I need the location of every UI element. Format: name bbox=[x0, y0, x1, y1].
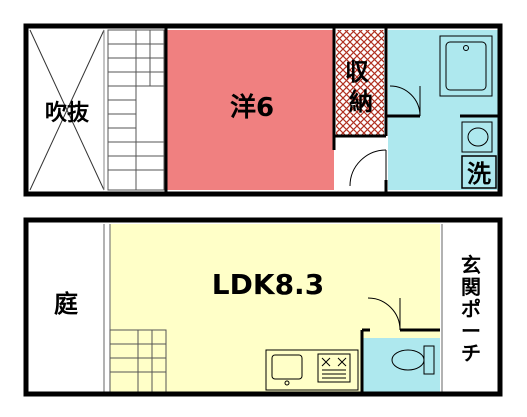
bath-fill bbox=[388, 30, 498, 116]
kitchen-counter bbox=[265, 349, 359, 391]
garden-divider bbox=[103, 224, 111, 392]
washbasin-icon bbox=[461, 121, 493, 153]
lower-interior-walls bbox=[360, 328, 440, 392]
storage-label-char-1: 収 bbox=[345, 58, 370, 86]
upper-doors bbox=[349, 85, 421, 187]
washroom-label: 洗 bbox=[467, 160, 491, 188]
storage-label-char-2: 納 bbox=[349, 88, 373, 116]
western-room-fill bbox=[166, 30, 334, 190]
void-label: 吹抜 bbox=[45, 100, 90, 126]
western-room-label: 洋6 bbox=[230, 92, 274, 123]
garden-label: 庭 bbox=[54, 290, 78, 318]
entrance-porch-label-char: チ bbox=[461, 341, 481, 365]
lower-outer-wall bbox=[23, 217, 503, 397]
lower-toilet-fill bbox=[362, 338, 440, 392]
entrance-porch-label: 玄関ポーチ bbox=[461, 253, 481, 365]
lower-doors bbox=[367, 297, 401, 331]
entrance-porch-label-char: ー bbox=[461, 319, 481, 343]
toilet-icon bbox=[391, 345, 435, 375]
lower-floor: 庭 LDK8.3 玄関ポーチ bbox=[23, 217, 503, 397]
sink-icon bbox=[271, 354, 303, 380]
entrance-porch-label-char: 玄 bbox=[461, 253, 481, 277]
upper-outer-wall bbox=[23, 23, 503, 197]
ldk-label: LDK8.3 bbox=[212, 268, 324, 301]
entrance-porch-label-char: ポ bbox=[461, 297, 481, 321]
upper-floor: 吹抜 洋6 収 納 洗 bbox=[23, 23, 503, 197]
bathtub-icon bbox=[439, 35, 493, 97]
entrance-porch-label-char: 関 bbox=[461, 275, 481, 299]
upper-staircase bbox=[107, 29, 165, 191]
storage-fill bbox=[336, 30, 384, 136]
stove-icon bbox=[317, 353, 351, 383]
void-area bbox=[29, 29, 105, 191]
washer-space bbox=[461, 155, 497, 189]
storage-label: 収 納 bbox=[345, 58, 377, 116]
